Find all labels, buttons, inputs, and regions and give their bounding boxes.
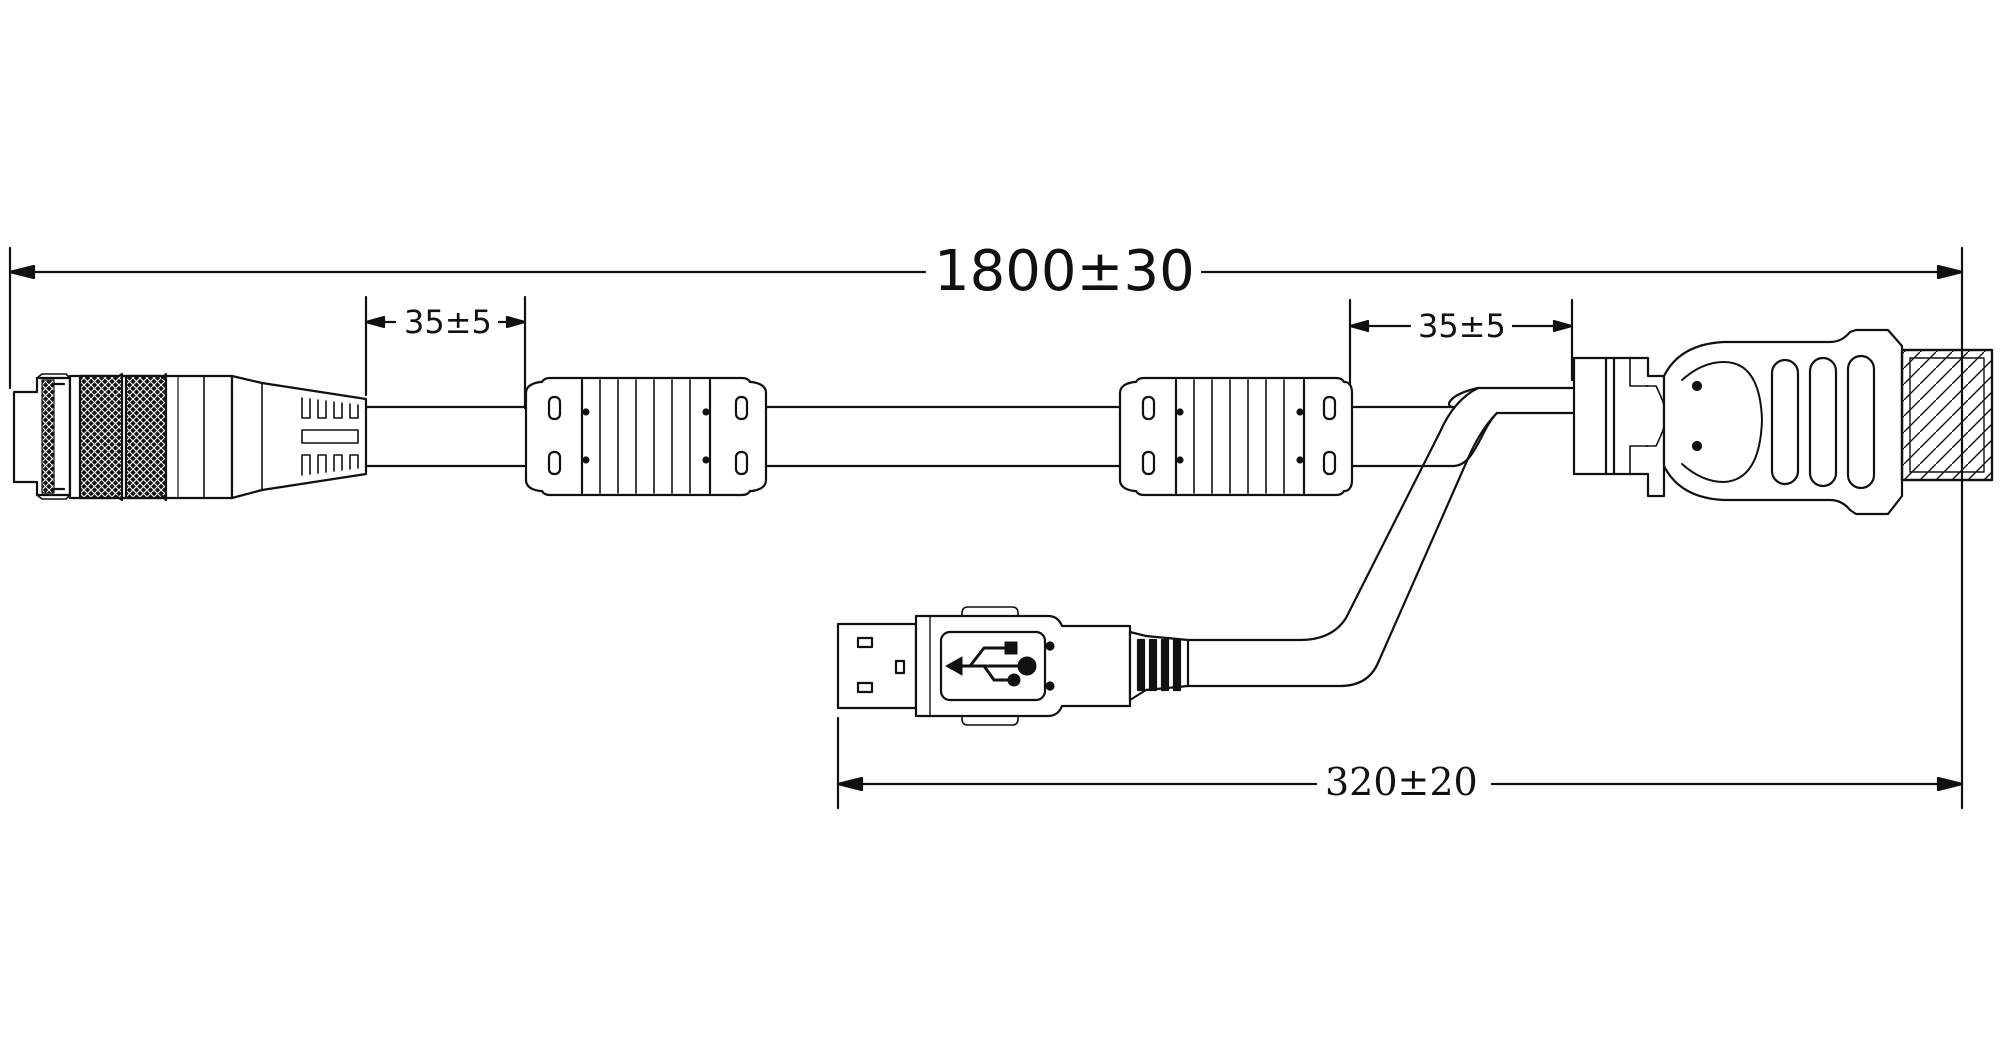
strain-relief-boot xyxy=(230,374,368,500)
connector-end-cap xyxy=(1900,348,1994,482)
ferrite-offset-right-label: 35±5 xyxy=(1412,310,1512,342)
usb-branch-length-label: 320±20 xyxy=(1319,763,1484,801)
ferrite-core-left xyxy=(524,376,768,497)
branch-cable xyxy=(1186,386,1499,688)
main-cable xyxy=(364,386,1576,468)
usb-symbol-icon xyxy=(945,641,1037,687)
ferrite-offset-left-label: 35±5 xyxy=(398,306,498,338)
dimension-usb-branch xyxy=(836,716,1964,810)
dimension-ferrite-left xyxy=(364,295,527,410)
usb-strain-relief xyxy=(1128,630,1190,702)
ferrite-core-right xyxy=(1118,376,1354,497)
circular-connector xyxy=(12,372,234,502)
dimension-overall xyxy=(8,246,1964,810)
overall-length-label: 1800±30 xyxy=(928,244,1201,300)
molded-connector xyxy=(1572,328,1904,516)
